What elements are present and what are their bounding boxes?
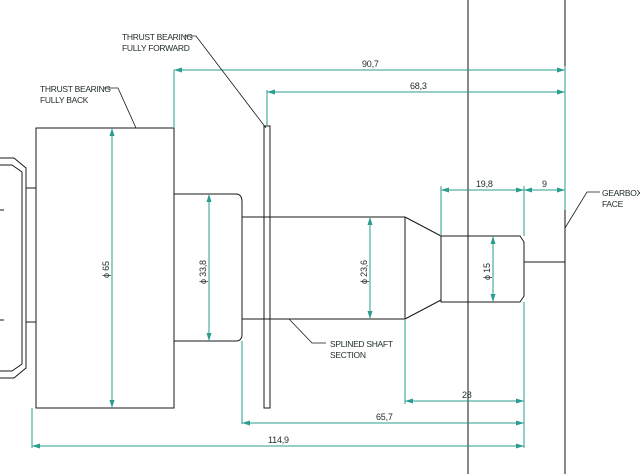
dim-label-65-7: 65,7	[376, 412, 393, 422]
note-thrust-back-line2: FULLY BACK	[40, 95, 89, 105]
thrust-bearing-plate	[263, 125, 271, 409]
note-splined-line2: SECTION	[330, 350, 366, 360]
leader-gearbox	[564, 191, 600, 229]
leader-thrust-forward	[184, 35, 267, 129]
dimension-labels: 90,7 68,3 19,8 9 28 65,7 114,9 ϕ 65 ϕ 33…	[101, 59, 547, 445]
bearing-housing-dia-65	[35, 127, 175, 409]
leader-thrust-back	[104, 87, 137, 129]
part-outlines	[0, 125, 565, 409]
note-gearbox-line1: GEARBOX	[602, 188, 640, 198]
note-gearbox-line2: FACE	[602, 199, 624, 209]
dim-label-19-8: 19,8	[476, 179, 493, 189]
annotations: THRUST BEARING FULLY FORWARD THRUST BEAR…	[40, 32, 640, 360]
dim-label-68-3: 68,3	[410, 81, 427, 91]
dim-label-9: 9	[542, 179, 547, 189]
dim-label-114-9: 114,9	[268, 435, 289, 445]
note-thrust-forward-line2: FULLY FORWARD	[122, 43, 190, 53]
note-thrust-back-line1: THRUST BEARING	[40, 84, 111, 94]
dim-label-90-7: 90,7	[362, 59, 379, 69]
shaft-section-dia-33-8	[174, 193, 243, 342]
dim-label-dia-33-8: ϕ 33,8	[198, 260, 208, 284]
dim-label-dia-15: ϕ 15	[482, 263, 492, 280]
note-thrust-forward-line1: THRUST BEARING	[122, 32, 193, 42]
dimension-lines	[31, 66, 566, 449]
shaft-taper	[404, 216, 442, 237]
note-splined-line1: SPLINED SHAFT	[330, 339, 393, 349]
leader-splined	[288, 318, 326, 344]
dim-label-dia-23-6: ϕ 23,6	[359, 260, 369, 284]
dim-label-28: 28	[462, 390, 472, 400]
dim-label-dia-65: ϕ 65	[101, 261, 111, 278]
left-flange	[0, 157, 27, 379]
